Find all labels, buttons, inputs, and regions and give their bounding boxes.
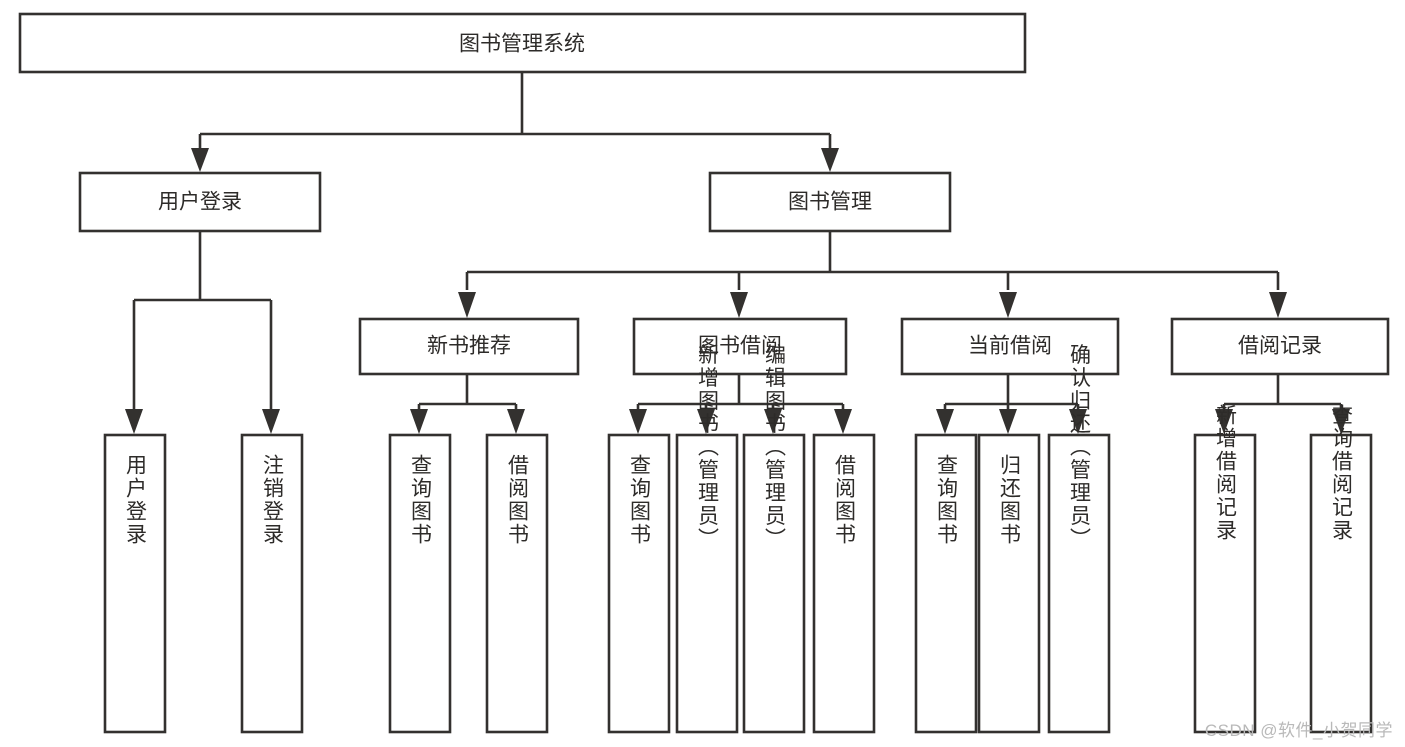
- leaf-add-record-box[interactable]: [1193, 433, 1257, 734]
- node-new-book-recommend[interactable]: 新书推荐: [358, 317, 580, 376]
- node-leaf-borrow-book-1[interactable]: 借阅图书: [485, 433, 549, 734]
- connector-root-bus: [198, 73, 832, 152]
- leaf-borrow-book-2-box[interactable]: [812, 433, 876, 734]
- node-leaf-query-book-2[interactable]: 查询图书: [607, 433, 671, 734]
- leaf-user-login-label: 用户登录: [124, 454, 148, 546]
- node-leaf-add-book[interactable]: 新增图书（管理员）: [675, 344, 739, 734]
- leaf-add-record-label: 新增借阅记录: [1214, 404, 1238, 542]
- current-borrow-box[interactable]: [900, 317, 1120, 376]
- leaf-query-book-1-label: 查询图书: [409, 454, 433, 546]
- arrowhead-to-leaf-query-record: [1332, 409, 1350, 434]
- connector-newbook-bus: [417, 375, 518, 412]
- node-leaf-query-book-3[interactable]: 查询图书: [914, 433, 978, 734]
- node-book-manage[interactable]: 图书管理: [708, 171, 952, 233]
- leaf-confirm-return-box[interactable]: [1047, 433, 1111, 734]
- arrowhead-to-book-manage: [821, 148, 839, 172]
- node-borrow-record[interactable]: 借阅记录: [1170, 317, 1390, 376]
- node-book-borrow[interactable]: 图书借阅: [632, 317, 848, 376]
- node-leaf-confirm-return[interactable]: 确认归还（管理员）: [1047, 344, 1111, 734]
- node-user-login[interactable]: 用户登录: [78, 171, 322, 233]
- arrowhead-to-leaf-borrow-book-2: [834, 409, 852, 434]
- arrowhead-to-leaf-logout-login: [262, 409, 280, 434]
- csdn-watermark: CSDN @软件_小贺同学: [1204, 721, 1393, 740]
- arrowhead-to-current-borrow: [999, 292, 1017, 318]
- node-leaf-user-login[interactable]: 用户登录: [103, 433, 167, 734]
- arrowhead-to-leaf-add-book: [697, 409, 715, 434]
- connector-currentborrow-bus: [943, 375, 1080, 412]
- arrowhead-to-leaf-add-record: [1215, 409, 1233, 434]
- leaf-return-book-box[interactable]: [977, 433, 1041, 734]
- arrowhead-to-borrow-record: [1269, 292, 1287, 318]
- book-manage-label: 图书管理: [788, 191, 872, 214]
- new-book-recommend-label: 新书推荐: [427, 335, 511, 358]
- leaf-query-book-3-label: 查询图书: [935, 454, 959, 546]
- connector-bookborrow-bus: [636, 375, 845, 412]
- leaf-query-book-2-box[interactable]: [607, 433, 671, 734]
- arrowhead-to-leaf-confirm-return: [1069, 409, 1087, 434]
- current-borrow-label: 当前借阅: [968, 335, 1052, 358]
- arrowhead-to-leaf-return-book: [999, 409, 1017, 434]
- arrowhead-to-leaf-query-book-1: [410, 409, 428, 434]
- node-leaf-borrow-book-2[interactable]: 借阅图书: [812, 433, 876, 734]
- leaf-borrow-book-1-box[interactable]: [485, 433, 549, 734]
- new-book-recommend-box[interactable]: [358, 317, 580, 376]
- user-login-label: 用户登录: [158, 191, 242, 214]
- borrow-record-box[interactable]: [1170, 317, 1390, 376]
- node-leaf-edit-book[interactable]: 编辑图书（管理员）: [742, 344, 806, 734]
- node-leaf-add-record[interactable]: 新增借阅记录: [1193, 404, 1257, 734]
- book-borrow-label: 图书借阅: [698, 335, 782, 358]
- node-root[interactable]: 图书管理系统: [18, 12, 1027, 74]
- leaf-return-book-label: 归还图书: [998, 454, 1022, 546]
- leaf-confirm-return-label: 确认归还（管理员）: [1068, 344, 1092, 551]
- leaf-borrow-book-1-label: 借阅图书: [506, 454, 530, 546]
- arrowhead-to-new-book-recommend: [458, 292, 476, 318]
- root-label: 图书管理系统: [459, 33, 585, 56]
- book-borrow-box[interactable]: [632, 317, 848, 376]
- leaf-edit-book-box[interactable]: [742, 433, 806, 734]
- node-leaf-query-record[interactable]: 查询借阅记录: [1309, 404, 1373, 734]
- arrowhead-to-user-login: [191, 148, 209, 172]
- node-leaf-logout-login[interactable]: 注销登录: [240, 433, 304, 734]
- arrowhead-to-leaf-query-book-3: [936, 409, 954, 434]
- connector-userlogin-bus: [132, 232, 273, 412]
- arrowhead-to-leaf-query-book-2: [629, 409, 647, 434]
- leaf-add-book-box[interactable]: [675, 433, 739, 734]
- arrowhead-to-leaf-borrow-book-1: [507, 409, 525, 434]
- connector-layer: [125, 73, 1350, 434]
- leaf-logout-login-label: 注销登录: [261, 454, 285, 546]
- connector-borrowrecord-bus: [1222, 375, 1343, 412]
- leaf-query-book-2-label: 查询图书: [628, 454, 652, 546]
- leaf-borrow-book-2-label: 借阅图书: [833, 454, 857, 546]
- arrowhead-to-leaf-user-login: [125, 409, 143, 434]
- leaf-edit-book-label: 编辑图书（管理员）: [763, 344, 787, 551]
- user-login-box[interactable]: [78, 171, 322, 233]
- connector-bookmanage-bus: [465, 232, 1280, 290]
- root-box[interactable]: [18, 12, 1027, 74]
- arrowhead-to-leaf-edit-book: [764, 409, 782, 434]
- borrow-record-label: 借阅记录: [1238, 335, 1322, 358]
- leaf-query-book-3-box[interactable]: [914, 433, 978, 734]
- arrowhead-to-book-borrow: [730, 292, 748, 318]
- leaf-logout-login-box[interactable]: [240, 433, 304, 734]
- leaf-add-book-label: 新增图书（管理员）: [696, 344, 720, 551]
- leaf-query-record-box[interactable]: [1309, 433, 1373, 734]
- leaf-query-record-label: 查询借阅记录: [1330, 404, 1354, 542]
- node-leaf-return-book[interactable]: 归还图书: [977, 433, 1041, 734]
- node-leaf-query-book-1[interactable]: 查询图书: [388, 433, 452, 734]
- node-current-borrow[interactable]: 当前借阅: [900, 317, 1120, 376]
- book-manage-box[interactable]: [708, 171, 952, 233]
- leaf-user-login-box[interactable]: [103, 433, 167, 734]
- leaf-query-book-1-box[interactable]: [388, 433, 452, 734]
